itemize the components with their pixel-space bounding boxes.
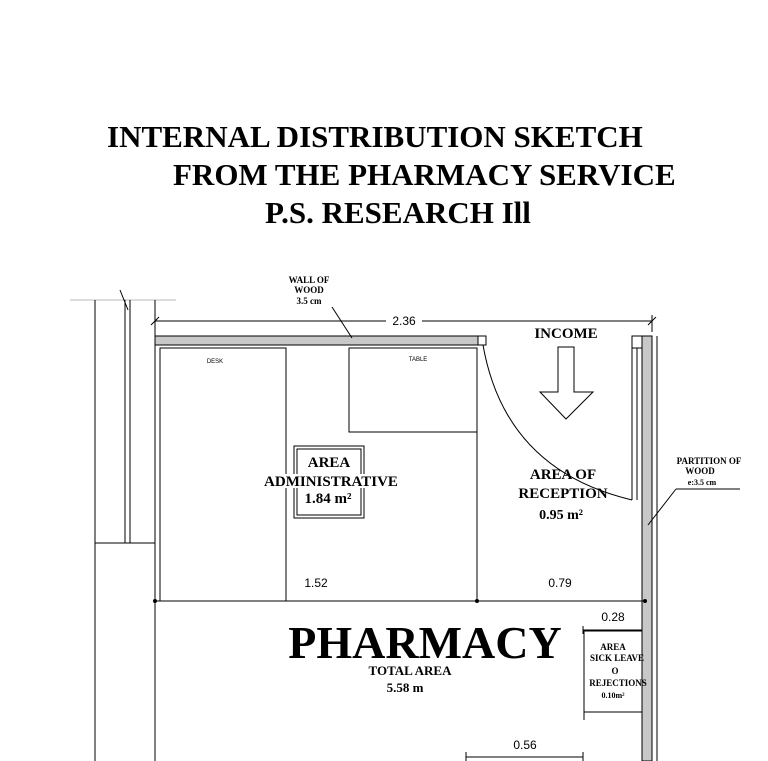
sick-line-2: SICK LEAVE: [590, 653, 644, 663]
sick-leave-area: AREA SICK LEAVE O REJECTIONS 0.10m²: [583, 630, 647, 720]
wall-label-line-2: WOOD: [294, 285, 324, 295]
area-admin-label: AREA ADMINISTRATIVE 1.84 m²: [262, 455, 400, 507]
total-area-label: TOTAL AREA: [369, 663, 453, 678]
area-admin-line-3: 1.84 m²: [305, 491, 352, 507]
sick-line-5: 0.10m²: [601, 691, 625, 700]
left-break-mark: [119, 289, 129, 311]
desk-label: DESK: [207, 359, 223, 365]
door-swing: [482, 344, 638, 501]
income-arrow-icon: [538, 346, 595, 420]
door-jamb-left: [477, 335, 487, 346]
area-admin-line-1: AREA: [308, 455, 351, 471]
sick-dimension: [582, 626, 642, 634]
partition-line-3: e:3.5 cm: [688, 478, 717, 487]
income-label: INCOME: [534, 326, 597, 342]
right-partition-wall: [631, 335, 658, 761]
dim-top-label: 2.36: [392, 314, 416, 328]
sick-line-1: AREA: [600, 642, 626, 652]
door-jamb-right: [631, 335, 643, 349]
title-line-3: P.S. RESEARCH Ill: [265, 195, 531, 230]
area-admin-line-2: ADMINISTRATIVE: [264, 474, 398, 490]
wall-of-wood-label: WALL OF WOOD 3.5 cm: [289, 275, 353, 339]
title-line-1: INTERNAL DISTRIBUTION SKETCH: [107, 119, 643, 154]
wall-label-line-3: 3.5 cm: [297, 296, 322, 306]
dim-sick-label: 0.28: [601, 610, 625, 624]
area-reception-line-1: AREA OF: [530, 467, 596, 483]
title-line-2: FROM THE PHARMACY SERVICE: [173, 157, 676, 192]
top-wood-wall: [154, 335, 487, 346]
table: TABLE: [348, 347, 478, 433]
sick-line-4: REJECTIONS: [589, 678, 647, 688]
middle-dimension: [153, 599, 647, 603]
partition-line-1: PARTITION OF: [677, 456, 742, 466]
partition-line-2: WOOD: [685, 466, 715, 476]
wall-label-line-1: WALL OF: [289, 275, 330, 285]
dim-admin-label: 1.52: [304, 576, 328, 590]
partition-label: PARTITION OF WOOD e:3.5 cm: [647, 456, 742, 526]
bottom-dimension: [465, 752, 584, 761]
left-structure: [70, 289, 176, 761]
table-label: TABLE: [409, 357, 428, 363]
area-reception-label: AREA OF RECEPTION 0.95 m²: [518, 467, 607, 523]
dim-reception-label: 0.79: [548, 576, 572, 590]
wall-leader-line: [331, 306, 353, 339]
partition-leader-line: [647, 488, 677, 526]
area-reception-line-2: RECEPTION: [518, 486, 607, 502]
dim-bottom-label: 0.56: [513, 738, 537, 752]
area-reception-line-3: 0.95 m²: [539, 508, 583, 523]
dim-top-bg: [386, 313, 422, 328]
total-area-value: 5.58 m: [387, 680, 424, 695]
sick-line-3: O: [611, 666, 618, 676]
pharmacy-label: PHARMACY: [288, 617, 561, 668]
